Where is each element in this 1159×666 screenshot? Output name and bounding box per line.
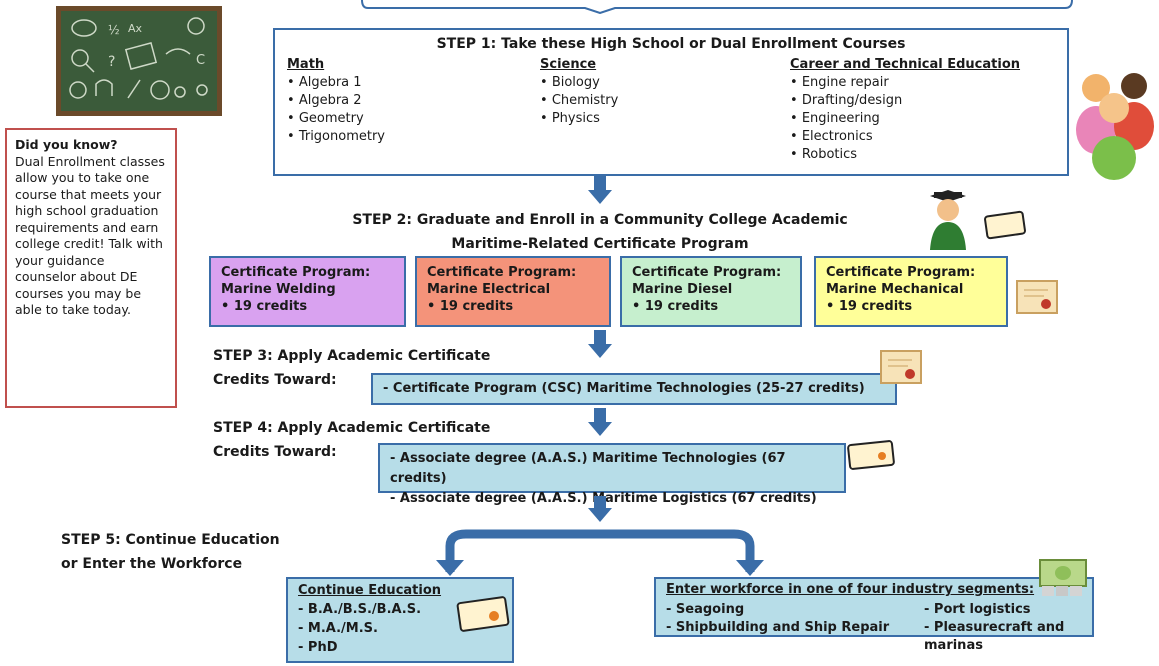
course-item: Geometry [287,110,385,128]
cert-marine-welding: Certificate Program: Marine Welding 19 c… [209,256,406,327]
step5-line2: or Enter the Workforce [61,556,243,572]
svg-text:?: ? [108,54,115,70]
cert-label: Certificate Program: [826,265,976,280]
math-column: Math Algebra 1 Algebra 2 Geometry Trigon… [287,56,385,146]
degree-item: - M.A./M.S. [298,621,378,636]
note-body: Dual Enrollment classes allow you to tak… [15,153,165,318]
course-item: Algebra 1 [287,74,385,92]
step4-heading: STEP 4: Apply Academic Certificate Credi… [213,416,490,464]
degree-item: - PhD [298,640,338,655]
certificate-icon [847,440,895,470]
continue-title: Continue Education [298,583,442,598]
step1-courses-box: STEP 1: Take these High School or Dual E… [273,28,1069,176]
step4-box-line1: - Associate degree (A.A.S.) Maritime Tec… [390,451,786,486]
top-connector [361,0,1073,14]
segment-item: - Seagoing [666,602,745,617]
step4-credit-box: - Associate degree (A.A.S.) Maritime Tec… [378,443,846,506]
course-item: Physics [540,110,618,128]
segment-item: - Port logistics [924,602,1031,617]
svg-text:C: C [196,53,205,68]
cert-name: Marine Mechanical [826,282,964,297]
certificate-icon [456,596,510,632]
science-header: Science [540,57,597,72]
step2-line1: STEP 2: Graduate and Enroll in a Communi… [352,212,848,228]
segment-item: - Shipbuilding and Ship Repair [666,620,890,635]
step3-credit-box: - Certificate Program (CSC) Maritime Tec… [371,373,897,405]
cert-marine-electrical: Certificate Program: Marine Electrical 1… [415,256,611,327]
course-item: Algebra 2 [287,92,385,110]
cert-credits: 19 credits [826,298,996,315]
cte-column: Career and Technical Education Engine re… [790,56,1020,164]
cert-name: Marine Electrical [427,282,551,297]
split-arrow [436,529,764,576]
did-you-know-note: Did you know? Dual Enrollment classes al… [5,128,177,408]
cert-name: Marine Diesel [632,282,733,297]
cert-name: Marine Welding [221,282,336,297]
workforce-title: Enter workforce in one of four industry … [666,582,1035,597]
svg-text:Ax: Ax [128,22,143,35]
cert-marine-mechanical: Certificate Program: Marine Mechanical 1… [814,256,1008,327]
step4-box-line2: - Associate degree (A.A.S.) Maritime Log… [390,491,817,506]
course-item: Robotics [790,146,1020,164]
cte-header: Career and Technical Education [790,57,1021,72]
step3-line2: Credits Toward: [213,372,337,388]
cert-label: Certificate Program: [221,265,371,280]
money-icon [1039,559,1087,596]
step3-heading: STEP 3: Apply Academic Certificate Credi… [213,344,490,392]
math-header: Math [287,57,325,72]
segment-item: - Pleasurecraft and marinas [924,620,1065,653]
svg-text:½: ½ [108,23,120,37]
arrow-down-icon [588,176,612,204]
cert-marine-diesel: Certificate Program: Marine Diesel 19 cr… [620,256,802,327]
step3-box-text: - Certificate Program (CSC) Maritime Tec… [383,381,865,396]
course-item: Chemistry [540,92,619,110]
degree-item: - B.A./B.S./B.A.S. [298,602,422,617]
science-column: Science Biology Chemistry Physics [540,56,618,128]
students-icon [1076,73,1154,180]
chalkboard-icon: ½ Ax ? C [56,6,222,116]
course-item: Drafting/design [790,92,1020,110]
course-item: Trigonometry [287,128,385,146]
course-item: Engineering [790,110,1020,128]
cert-credits: 19 credits [632,298,790,315]
graduate-icon [930,190,1026,250]
step5-line1: STEP 5: Continue Education [61,532,280,548]
cert-label: Certificate Program: [427,265,577,280]
workforce-box: Enter workforce in one of four industry … [654,577,1094,653]
step1-title: STEP 1: Take these High School or Dual E… [436,36,906,52]
step4-line1: STEP 4: Apply Academic Certificate [213,420,491,436]
arrow-down-icon [588,496,612,522]
arrow-down-icon [588,408,612,436]
course-item: Biology [540,74,618,92]
course-item: Engine repair [790,74,1020,92]
cert-label: Certificate Program: [632,265,782,280]
note-title: Did you know? [15,137,118,152]
diploma-icon [1016,280,1058,314]
diploma-icon [880,350,922,384]
step2-heading: STEP 2: Graduate and Enroll in a Communi… [250,208,950,256]
course-item: Electronics [790,128,1020,146]
step3-line1: STEP 3: Apply Academic Certificate [213,348,491,364]
step5-heading: STEP 5: Continue Education or Enter the … [61,528,280,576]
step4-line2: Credits Toward: [213,444,337,460]
arrow-down-icon [588,330,612,358]
cert-credits: 19 credits [221,298,394,315]
step2-line2: Maritime-Related Certificate Program [451,236,749,252]
cert-credits: 19 credits [427,298,599,315]
